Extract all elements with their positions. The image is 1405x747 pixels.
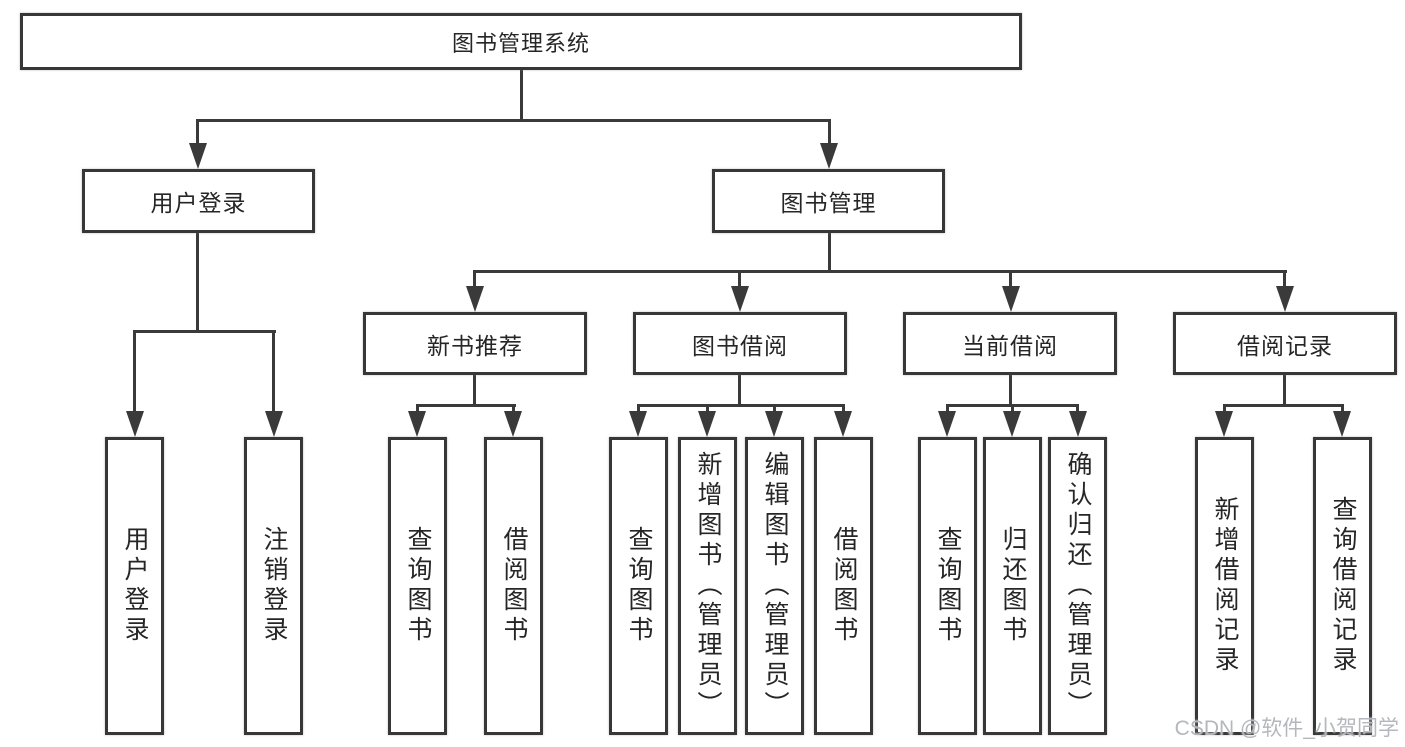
arrow-down-icon — [1215, 411, 1233, 437]
node-label: 新增借阅记录 — [1211, 496, 1239, 676]
connector-line — [637, 404, 845, 407]
node-leaf-confirm-return-admin: 确认归还（管理员） — [1048, 437, 1107, 735]
node-label: 编辑图书（管理员） — [761, 451, 789, 721]
connector-line — [773, 404, 776, 416]
node-current-borrowing: 当前借阅 — [903, 312, 1117, 375]
node-borrowing-records: 借阅记录 — [1173, 312, 1397, 375]
node-leaf-edit-book-admin: 编辑图书（管理员） — [745, 437, 804, 735]
node-label: 当前借阅 — [962, 332, 1058, 359]
node-label: 确认归还（管理员） — [1064, 451, 1092, 721]
node-label: 查询图书 — [625, 526, 653, 646]
connector-line — [272, 330, 275, 412]
connector-line — [828, 232, 831, 273]
node-leaf-user-login: 用户登录 — [105, 437, 164, 735]
node-label: 新增图书（管理员） — [694, 451, 722, 721]
connector-line — [842, 404, 845, 416]
connector-line — [1076, 404, 1079, 416]
node-library-system: 图书管理系统 — [20, 13, 1022, 70]
arrow-down-icon — [408, 411, 426, 437]
connector-line — [473, 270, 476, 290]
node-leaf-query-books-1: 查询图书 — [388, 437, 447, 735]
connector-line — [637, 404, 640, 416]
node-user-login: 用户登录 — [82, 169, 315, 233]
arrow-down-icon — [1002, 286, 1020, 312]
node-label: 借阅图书 — [500, 526, 528, 646]
node-label: 新书推荐 — [427, 332, 523, 359]
node-leaf-add-borrow-record: 新增借阅记录 — [1195, 437, 1254, 735]
node-label: 用户登录 — [121, 526, 149, 646]
connector-line — [512, 404, 515, 416]
connector-line — [196, 119, 831, 122]
connector-line — [473, 374, 476, 407]
connector-line — [133, 330, 136, 412]
node-label: 用户登录 — [150, 190, 247, 216]
connector-line — [1223, 404, 1344, 407]
connector-line — [738, 374, 741, 407]
arrow-down-icon — [466, 286, 484, 312]
node-label: 借阅记录 — [1237, 332, 1333, 359]
connector-line — [520, 69, 523, 122]
node-label: 查询借阅记录 — [1329, 496, 1357, 676]
connector-line — [196, 119, 199, 147]
node-leaf-logout: 注销登录 — [244, 437, 303, 735]
connector-line — [1011, 404, 1014, 416]
arrow-down-icon — [1003, 411, 1021, 437]
node-label: 图书管理系统 — [451, 30, 590, 56]
node-leaf-return-book: 归还图书 — [983, 437, 1042, 735]
node-label: 查询图书 — [934, 526, 962, 646]
connector-line — [196, 232, 199, 333]
node-label: 归还图书 — [999, 526, 1027, 646]
node-label: 注销登录 — [260, 526, 288, 646]
arrow-down-icon — [938, 411, 956, 437]
connector-line — [1223, 404, 1226, 416]
arrow-down-icon — [820, 143, 838, 169]
connector-line — [706, 404, 709, 416]
node-label: 查询图书 — [404, 526, 432, 646]
node-label: 图书管理 — [780, 190, 877, 216]
arrow-down-icon — [126, 411, 144, 437]
arrow-down-icon — [698, 411, 716, 437]
arrow-down-icon — [504, 411, 522, 437]
node-leaf-query-books-3: 查询图书 — [918, 437, 977, 735]
node-new-book-recommend: 新书推荐 — [363, 312, 587, 375]
arrow-down-icon — [834, 411, 852, 437]
connector-line — [1009, 270, 1012, 290]
arrow-down-icon — [765, 411, 783, 437]
connector-line — [946, 404, 949, 416]
connector-line — [473, 270, 1287, 273]
node-book-management: 图书管理 — [712, 169, 945, 233]
arrow-down-icon — [1333, 411, 1351, 437]
node-label: 借阅图书 — [830, 526, 858, 646]
connector-line — [416, 404, 516, 407]
watermark: CSDN @软件_小贺同学 — [1174, 717, 1399, 740]
connector-line — [416, 404, 419, 416]
node-leaf-query-books-2: 查询图书 — [609, 437, 668, 735]
node-leaf-borrow-books-1: 借阅图书 — [484, 437, 543, 735]
arrow-down-icon — [629, 411, 647, 437]
node-leaf-borrow-books-2: 借阅图书 — [814, 437, 873, 735]
arrow-down-icon — [1276, 286, 1294, 312]
connector-line — [738, 270, 741, 290]
arrow-down-icon — [265, 411, 283, 437]
node-book-borrowing: 图书借阅 — [633, 312, 847, 375]
node-label: 图书借阅 — [692, 332, 788, 359]
connector-line — [1283, 374, 1286, 407]
connector-line — [1283, 270, 1286, 290]
node-leaf-add-book-admin: 新增图书（管理员） — [678, 437, 737, 735]
arrow-down-icon — [1069, 411, 1087, 437]
node-leaf-query-borrow-record: 查询借阅记录 — [1313, 437, 1372, 735]
connector-line — [828, 119, 831, 147]
arrow-down-icon — [731, 286, 749, 312]
connector-line — [1009, 374, 1012, 407]
connector-line — [1341, 404, 1344, 416]
connector-line — [133, 330, 276, 333]
arrow-down-icon — [189, 143, 207, 169]
